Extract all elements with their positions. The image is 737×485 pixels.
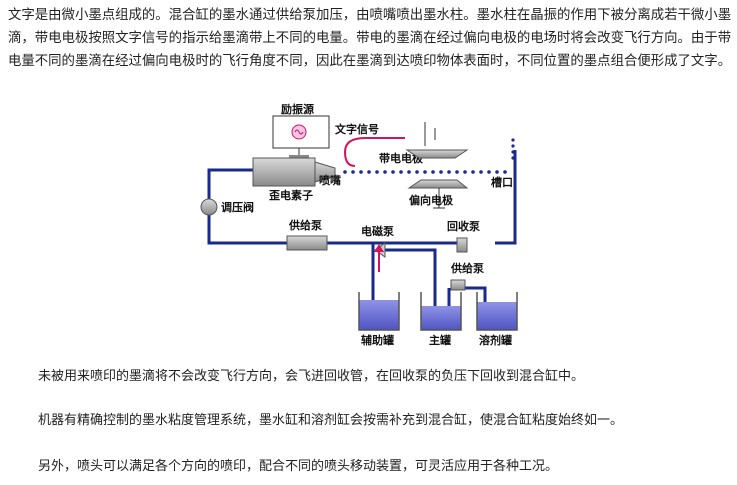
label-nozzle: 喷嘴: [319, 173, 341, 187]
label-pressure-valve: 调压阀: [221, 200, 254, 214]
recovery-pump: [456, 237, 468, 253]
label-aux-tank: 辅助罐: [361, 333, 394, 347]
label-solvent-tank: 溶剂罐: [479, 333, 512, 347]
aux-tank: [358, 292, 400, 331]
signal-line: [343, 137, 405, 167]
label-text-signal: 文字信号: [335, 122, 379, 136]
ink-droplets: [343, 138, 515, 174]
pressure-valve: [200, 198, 218, 216]
inkjet-diagram: 励振源 歪电素子 喷嘴 文字信号 带电电极 偏向电极 槽口 调压阀: [200, 102, 518, 347]
label-main-tank: 主罐: [429, 333, 451, 347]
label-exciter: 励振源: [281, 102, 314, 116]
paragraph-viscosity: 机器有精确控制的墨水粘度管理系统，墨水缸和溶剂缸会按需补充到混合缸，使混合缸粘度…: [38, 413, 624, 428]
label-charge-electrode: 带电电极: [379, 151, 424, 165]
piezo-element: [252, 157, 336, 187]
label-deflect-electrode: 偏向电极: [409, 193, 454, 207]
intro-paragraph: 文字是由微小墨点组成的。混合缸的墨水通过供给泵加压，由喷嘴喷出墨水柱。墨水柱在晶…: [8, 8, 732, 69]
exciter: [272, 115, 330, 161]
label-supply-pump-main: 供给泵: [288, 218, 322, 232]
label-solenoid-pump: 电磁泵: [361, 224, 394, 238]
paragraph-application: 另外，喷头可以满足各个方向的喷印，配合不同的喷头移动装置，可灵活应用于各种工况。: [38, 459, 559, 474]
main-tank: [420, 292, 462, 331]
label-piezo: 歪电素子: [269, 188, 313, 202]
solenoid-pump: [374, 242, 386, 272]
deflect-electrodes: [405, 122, 469, 209]
label-gutter: 槽口: [491, 175, 513, 189]
label-recovery-pump: 回收泵: [447, 219, 480, 233]
label-supply-pump-solvent: 供给泵: [450, 261, 484, 275]
paragraph-recovery: 未被用来喷印的墨滴将不会改变飞行方向，会飞进回收管，在回收泵的负压下回收到混合缸…: [38, 369, 585, 384]
solvent-tank: [476, 292, 518, 331]
supply-pump-solvent: [450, 279, 466, 291]
supply-pump-main: [286, 235, 328, 251]
